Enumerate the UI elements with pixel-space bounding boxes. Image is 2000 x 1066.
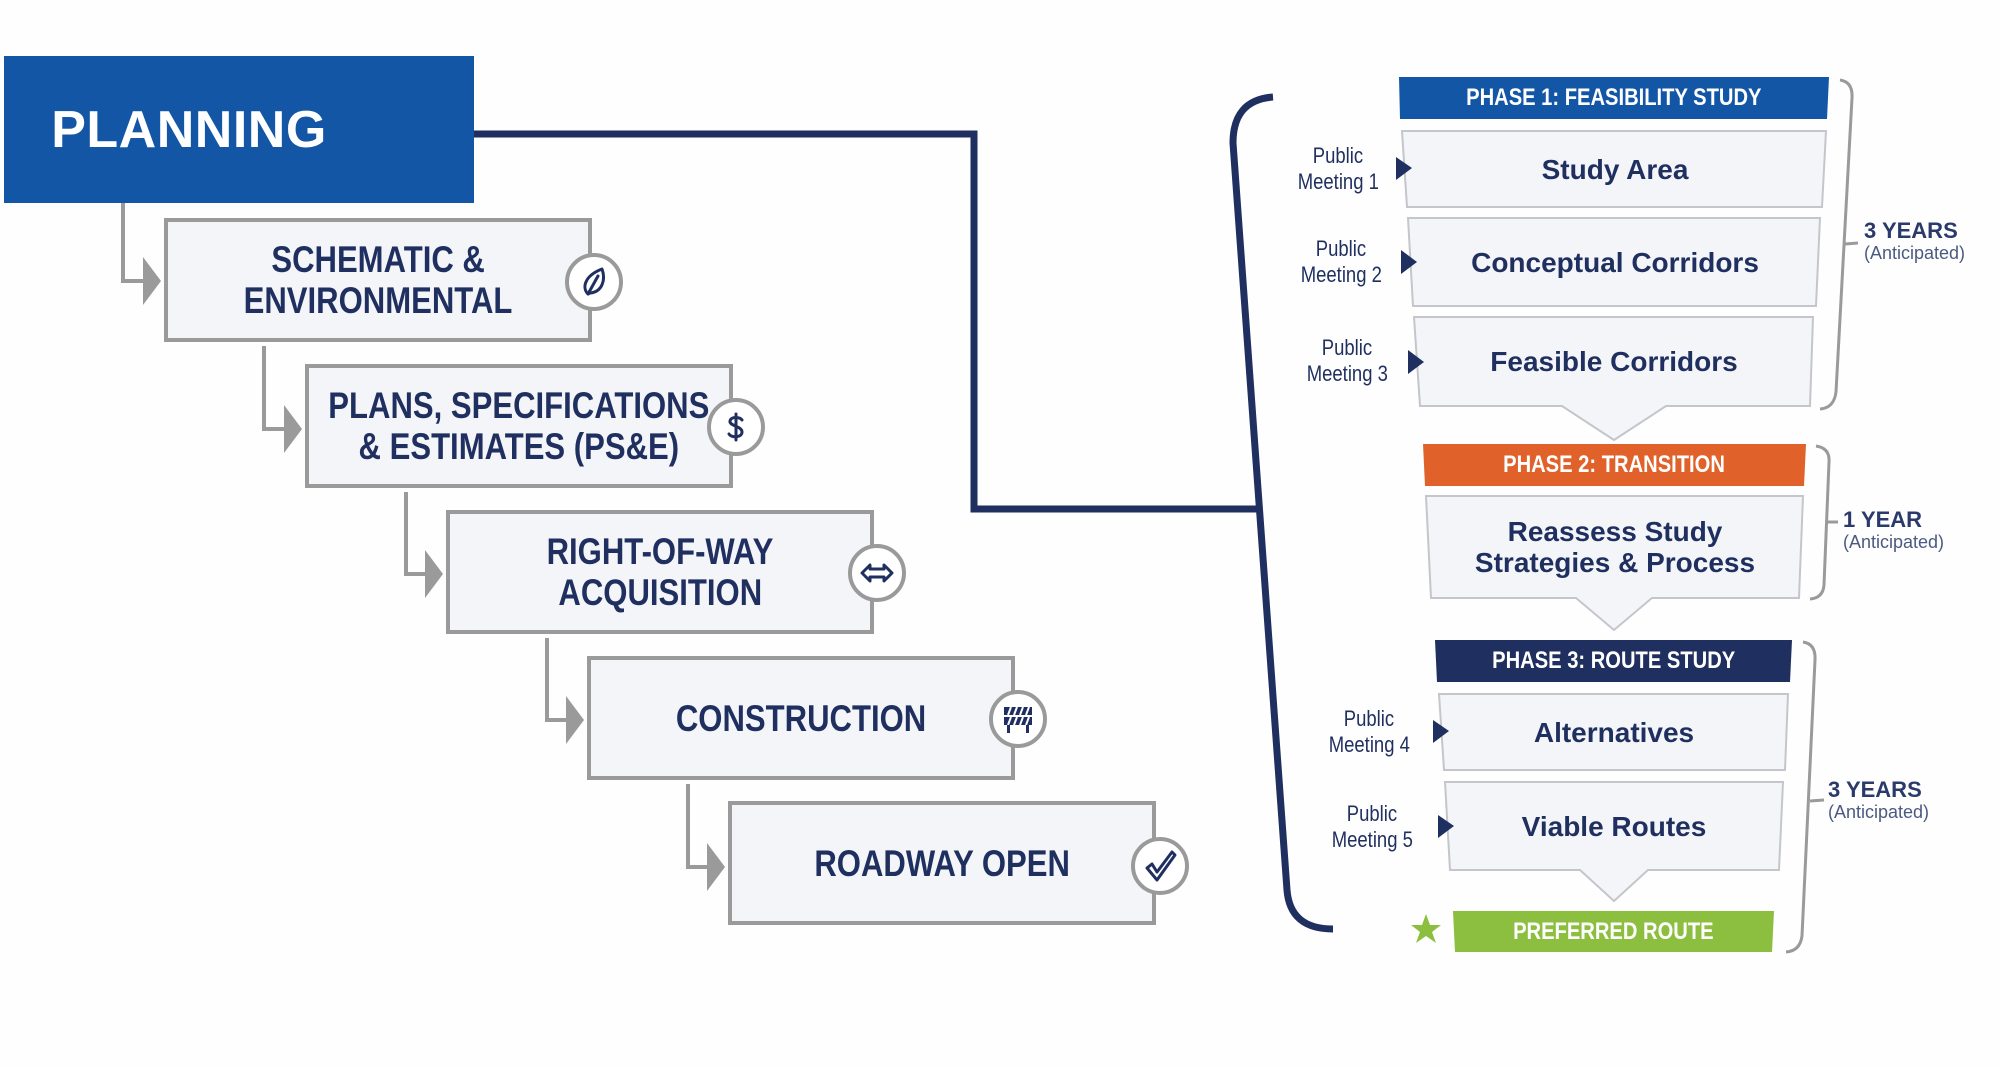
arrowhead: [566, 696, 584, 744]
phase-2-title: PHASE 2: TRANSITION: [1503, 451, 1726, 478]
duration-years: 3 YEARS: [1828, 777, 1922, 802]
phase-2-duration: 1 YEAR (Anticipated): [1843, 507, 1945, 553]
star-icon: [1411, 914, 1441, 943]
stage-study-area: Study Area: [1405, 131, 1825, 207]
leaf-icon: [565, 253, 623, 311]
step-label-line: & ESTIMATES (PS&E): [358, 426, 680, 467]
stage-label: Viable Routes: [1521, 810, 1707, 842]
connector-planning-to-schematic: [121, 203, 145, 283]
duration-bracket-phase1: [1819, 78, 1859, 411]
step-schematic-environmental: SCHEMATIC & ENVIRONMENTAL: [164, 218, 592, 342]
phase-3-header-band: [1435, 640, 1792, 682]
phase-2-header-band: [1423, 444, 1806, 486]
arrowhead: [425, 550, 443, 598]
meeting-arrow-icon: [1396, 157, 1412, 180]
planning-block: PLANNING: [4, 56, 474, 203]
phase-2-header: PHASE 2: TRANSITION: [1423, 444, 1806, 486]
stage-label: Alternatives: [1533, 716, 1695, 748]
phase-3-title: PHASE 3: ROUTE STUDY: [1491, 647, 1736, 674]
arrowhead: [707, 843, 725, 891]
step-connectors: [121, 203, 709, 869]
meeting-arrow-icon: [1401, 250, 1417, 274]
stage-feasible-corridors: Feasible Corridors: [1416, 317, 1812, 406]
preferred-route-banner: PREFERRED ROUTE: [1453, 911, 1774, 953]
step-label-line: ENVIRONMENTAL: [243, 280, 513, 321]
step-label-line: RIGHT-OF-WAY: [546, 531, 774, 572]
duration-note: (Anticipated): [1843, 532, 1945, 552]
checkmark-icon: [1131, 837, 1189, 895]
stage-reassess-study: Reassess Study Strategies & Process: [1428, 496, 1802, 598]
step-arrowheads: [143, 257, 725, 891]
stage-box-reassess: [1424, 495, 1805, 632]
phase-1-duration: 3 YEARS (Anticipated): [1864, 218, 1966, 264]
step-right-of-way-acquisition: RIGHT-OF-WAY ACQUISITION: [446, 510, 874, 634]
step-label-line: ACQUISITION: [558, 572, 762, 613]
planning-label: PLANNING: [51, 100, 327, 159]
connector-row-to-construction: [545, 638, 568, 722]
funnel-boxes: [1400, 130, 1828, 903]
step-label-line: CONSTRUCTION: [675, 697, 927, 739]
meeting-arrow-icon: [1438, 815, 1454, 838]
stage-label: Conceptual Corridors: [1471, 246, 1759, 278]
step-roadway-open: ROADWAY OPEN: [728, 801, 1156, 925]
connector-pse-to-row: [404, 492, 427, 576]
duration-brackets: [1785, 78, 1859, 954]
stage-box-alternatives: [1437, 693, 1790, 771]
duration-years: 1 YEAR: [1843, 507, 1923, 532]
phase-1-header-band: [1399, 77, 1829, 119]
meeting-arrows: [1396, 157, 1454, 838]
stage-alternatives: Alternatives: [1441, 694, 1787, 770]
arrowhead: [143, 257, 161, 305]
public-meeting-5: Public Meeting 5: [1331, 801, 1413, 852]
step-label-line: SCHEMATIC &: [271, 239, 485, 280]
public-meeting-2: Public Meeting 2: [1300, 236, 1382, 287]
arrowhead: [284, 405, 302, 453]
stage-label-line: Reassess Study: [1507, 516, 1723, 547]
duration-note: (Anticipated): [1828, 802, 1930, 822]
step-label-line: PLANS, SPECIFICATIONS: [328, 385, 710, 426]
stage-label: Study Area: [1541, 153, 1689, 185]
preferred-route-band: [1453, 911, 1774, 952]
preferred-route-label: PREFERRED ROUTE: [1513, 918, 1714, 945]
duration-years: 3 YEARS: [1864, 218, 1958, 243]
step-construction: CONSTRUCTION: [587, 656, 1015, 780]
stage-box-viable-routes: [1443, 781, 1785, 903]
phases-bracket: [1229, 93, 1334, 933]
double-arrow-icon: [848, 544, 906, 602]
public-meeting-4: Public Meeting 4: [1328, 706, 1410, 757]
stage-label-line: Strategies & Process: [1474, 547, 1756, 578]
stage-label: Feasible Corridors: [1490, 346, 1738, 377]
duration-bracket-phase2: [1809, 444, 1838, 601]
public-meeting-1: Public Meeting 1: [1297, 143, 1379, 194]
connector-construction-to-open: [686, 784, 709, 869]
public-meeting-3: Public Meeting 3: [1306, 335, 1388, 386]
stage-box-conceptual-corridors: [1406, 217, 1822, 307]
stage-viable-routes: Viable Routes: [1447, 782, 1781, 870]
phase-1-header: PHASE 1: FEASIBILITY STUDY: [1399, 77, 1829, 119]
phase-3-duration: 3 YEARS (Anticipated): [1828, 777, 1930, 823]
meeting-arrow-icon: [1408, 350, 1424, 374]
planning-connector-line: [474, 130, 1258, 513]
phase-1-title: PHASE 1: FEASIBILITY STUDY: [1466, 84, 1762, 111]
meeting-arrow-icon: [1433, 720, 1449, 743]
step-plans-specifications-estimates: PLANS, SPECIFICATIONS & ESTIMATES (PS&E): [305, 364, 733, 488]
stage-box-study-area: [1400, 130, 1828, 208]
step-label-line: ROADWAY OPEN: [814, 842, 1070, 884]
duration-bracket-phase3: [1785, 640, 1825, 954]
dollar-icon: [707, 398, 765, 456]
duration-note: (Anticipated): [1864, 243, 1966, 263]
road-barrier-icon: [989, 690, 1047, 748]
stage-box-feasible-corridors: [1412, 316, 1815, 442]
stage-conceptual-corridors: Conceptual Corridors: [1410, 218, 1820, 306]
phase-3-header: PHASE 3: ROUTE STUDY: [1435, 640, 1792, 682]
connector-schematic-to-pse: [262, 346, 286, 431]
